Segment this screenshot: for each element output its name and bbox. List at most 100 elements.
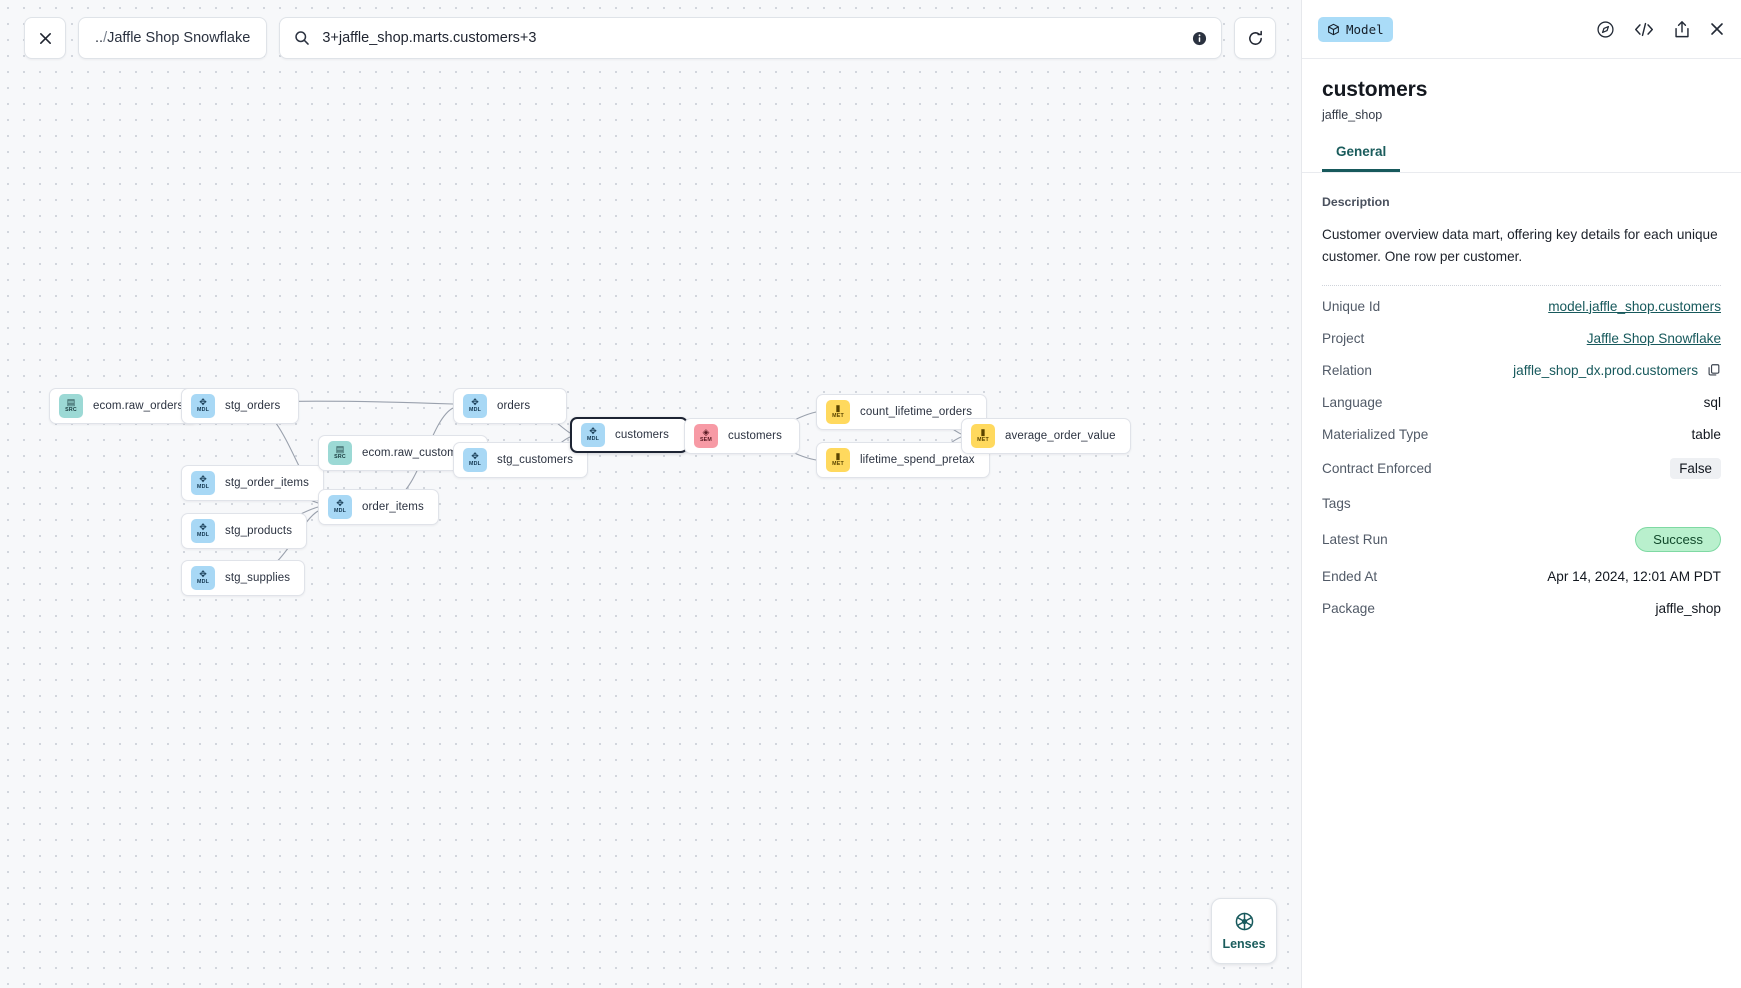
property-value-wrap: False <box>1670 458 1721 480</box>
canvas-toolbar: .. / Jaffle Shop Snowflake <box>24 17 1277 59</box>
graph-node-label: count_lifetime_orders <box>860 406 973 418</box>
property-value[interactable]: Jaffle Shop Snowflake <box>1586 330 1721 346</box>
met-node-icon: ▮MET <box>826 448 850 472</box>
mdl-node-icon: ✥MDL <box>328 495 352 519</box>
graph-node-stg_supplies[interactable]: ✥MDL stg_supplies <box>181 560 306 596</box>
description-label: Description <box>1322 195 1390 209</box>
details-panel-header: Model <box>1302 0 1741 59</box>
property-value[interactable]: model.jaffle_shop.customers <box>1548 298 1721 314</box>
panel-title-block: customers jaffle_shop <box>1302 59 1741 122</box>
graph-node-label: customers <box>615 429 669 441</box>
property-key: Ended At <box>1322 568 1378 584</box>
section-divider <box>1322 285 1721 287</box>
property-value[interactable]: jaffle_shop_dx.prod.customers <box>1513 362 1698 378</box>
property-key: Relation <box>1322 362 1372 378</box>
mdl-node-icon: ✥MDL <box>463 448 487 472</box>
property-row: Project Jaffle Shop Snowflake <box>1322 322 1721 354</box>
property-value-wrap: sql <box>1704 395 1721 410</box>
graph-node-customers_semantic[interactable]: ◈SEM customers <box>684 418 800 454</box>
graph-node-label: customers <box>728 430 782 442</box>
graph-node-stg_customers[interactable]: ✥MDL stg_customers <box>453 442 589 478</box>
property-key: Language <box>1322 394 1383 410</box>
property-row: Unique Id model.jaffle_shop.customers <box>1322 290 1721 322</box>
graph-node-ecom_raw_orders[interactable]: ▤SRC ecom.raw_orders <box>49 388 199 424</box>
property-value-wrap: jaffle_shop <box>1655 601 1721 616</box>
breadcrumb-parent: .. <box>95 30 104 46</box>
mdl-node-icon: ✥MDL <box>191 394 215 418</box>
met-node-icon: ▮MET <box>826 400 850 424</box>
description-text: Customer overview data mart, offering ke… <box>1322 227 1718 265</box>
mdl-node-icon: ✥MDL <box>581 423 605 447</box>
graph-node-orders[interactable]: ✥MDL orders <box>453 388 567 424</box>
breadcrumb-project: Jaffle Shop Snowflake <box>107 30 251 46</box>
property-value: Apr 14, 2024, 12:01 AM PDT <box>1547 568 1721 584</box>
close-icon[interactable] <box>1709 21 1725 37</box>
graph-node-order_items[interactable]: ✥MDL order_items <box>318 489 439 525</box>
tab-general[interactable]: General <box>1322 144 1401 172</box>
property-value: sql <box>1703 394 1721 410</box>
property-value-wrap: table <box>1692 427 1721 442</box>
graph-node-stg_orders[interactable]: ✥MDL stg_orders <box>181 388 299 424</box>
panel-body: Description Customer overview data mart,… <box>1302 173 1741 988</box>
code-icon[interactable] <box>1633 20 1655 39</box>
property-row: Tags <box>1322 487 1721 519</box>
share-icon[interactable] <box>1673 20 1691 39</box>
graph-node-label: average_order_value <box>1005 430 1116 442</box>
resource-type-badge[interactable]: Model <box>1318 16 1393 42</box>
property-value: Success <box>1635 527 1721 553</box>
mdl-node-icon: ✥MDL <box>463 394 487 418</box>
lenses-button[interactable]: Lenses <box>1211 898 1277 964</box>
graph-node-label: stg_supplies <box>225 572 291 584</box>
close-graph-button[interactable] <box>24 17 66 59</box>
sem-node-icon: ◈SEM <box>694 424 718 448</box>
src-node-icon: ▤SRC <box>59 394 83 418</box>
property-key: Materialized Type <box>1322 426 1429 442</box>
graph-node-customers_model[interactable]: ✥MDL customers <box>570 417 688 453</box>
lineage-canvas[interactable]: .. / Jaffle Shop Snowflake <box>0 0 1301 988</box>
property-row: Ended At Apr 14, 2024, 12:01 AM PDT <box>1322 560 1721 592</box>
explore-icon[interactable] <box>1596 20 1615 39</box>
property-key: Tags <box>1322 495 1351 511</box>
lenses-label: Lenses <box>1222 937 1266 951</box>
property-value: table <box>1691 426 1721 442</box>
page-title: customers <box>1322 78 1428 101</box>
graph-node-label: ecom.raw_orders <box>93 400 184 412</box>
copy-icon[interactable] <box>1707 363 1721 377</box>
page-subtitle: jaffle_shop <box>1322 108 1383 122</box>
property-value: False <box>1670 458 1721 480</box>
met-node-icon: ▮MET <box>971 424 995 448</box>
aperture-icon <box>1234 911 1255 932</box>
graph-node-label: orders <box>497 400 531 412</box>
property-value-wrap: Jaffle Shop Snowflake <box>1587 331 1721 346</box>
mdl-node-icon: ✥MDL <box>191 566 215 590</box>
property-key: Unique Id <box>1322 298 1381 314</box>
property-value-wrap: model.jaffle_shop.customers <box>1548 299 1721 314</box>
property-row: Package jaffle_shop <box>1322 592 1721 624</box>
property-row: Relation jaffle_shop_dx.prod.customers <box>1322 354 1721 386</box>
refresh-button[interactable] <box>1234 17 1277 59</box>
property-key: Package <box>1322 600 1375 616</box>
breadcrumb[interactable]: .. / Jaffle Shop Snowflake <box>78 17 268 59</box>
info-icon[interactable] <box>1192 31 1207 46</box>
property-value: jaffle_shop <box>1655 600 1721 616</box>
property-row: Language sql <box>1322 386 1721 418</box>
property-key: Latest Run <box>1322 532 1388 548</box>
details-panel: Model <box>1301 0 1741 988</box>
search-input[interactable] <box>322 30 1181 46</box>
graph-node-average_order_value[interactable]: ▮MET average_order_value <box>961 418 1131 454</box>
lineage-search[interactable] <box>279 17 1223 59</box>
graph-node-label: stg_products <box>225 525 293 537</box>
graph-node-label: stg_customers <box>497 454 574 466</box>
resource-type-label: Model <box>1346 21 1384 37</box>
graph-node-label: stg_orders <box>225 400 281 412</box>
breadcrumb-separator: / <box>103 30 108 46</box>
graph-node-label: order_items <box>362 501 424 513</box>
property-key: Project <box>1322 330 1365 346</box>
cube-icon <box>1327 23 1340 36</box>
search-icon <box>294 30 310 46</box>
